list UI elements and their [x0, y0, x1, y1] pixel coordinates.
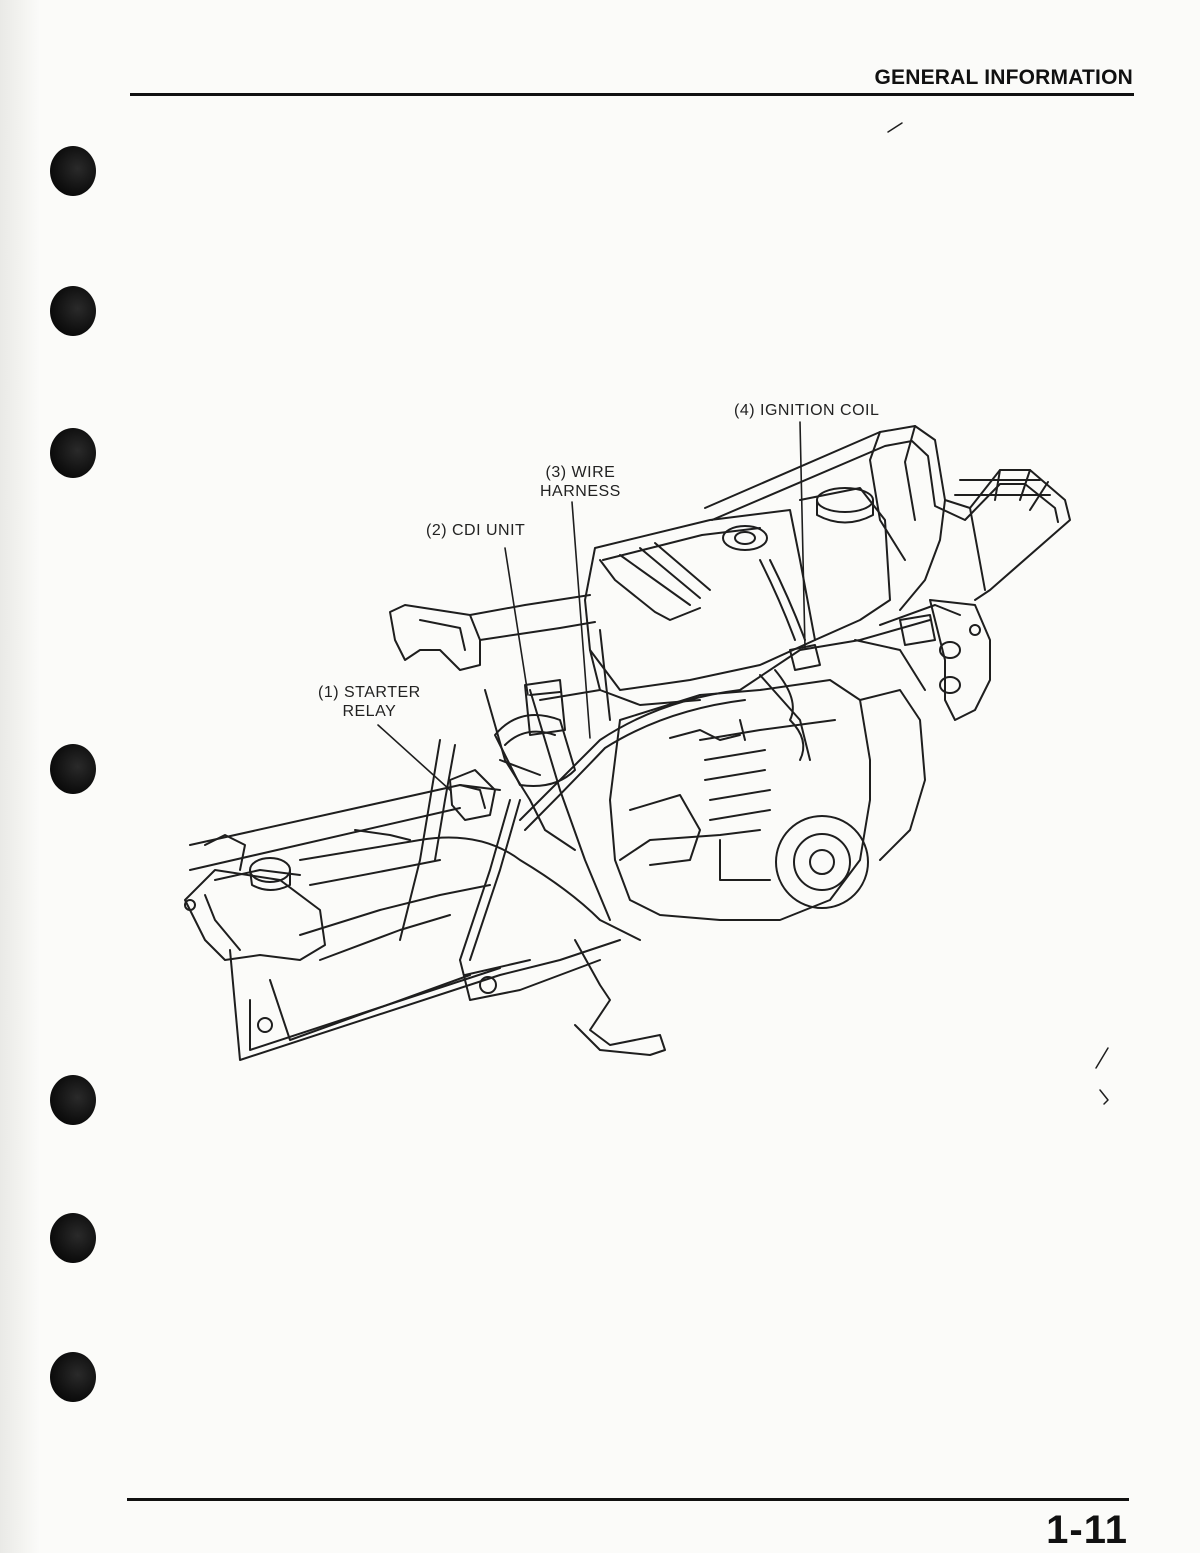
- callout-line-1: (3) WIRE: [545, 464, 616, 481]
- page-marks: [887, 122, 1109, 1105]
- callout-ignition-coil: (4) IGNITION COIL: [734, 401, 879, 420]
- binder-edge: [0, 0, 40, 1553]
- punch-hole: [50, 428, 96, 478]
- leader-cdi-unit: [504, 547, 529, 696]
- callout-wire-harness: (3) WIRE HARNESS: [540, 463, 621, 501]
- punch-hole: [50, 146, 96, 196]
- rear-rack: [704, 425, 1071, 611]
- leader-lines: [377, 421, 806, 791]
- engine: [539, 629, 926, 921]
- punch-hole: [50, 286, 96, 336]
- callout-cdi-unit: (2) CDI UNIT: [426, 521, 525, 540]
- right-components: [759, 599, 991, 761]
- callout-starter-relay: (1) STARTER RELAY: [318, 683, 421, 721]
- punch-hole: [50, 1075, 96, 1125]
- fuel-tank: [584, 487, 891, 706]
- footer-rule: [127, 1498, 1129, 1501]
- leader-wire-harness: [571, 501, 591, 739]
- punch-hole: [50, 744, 96, 794]
- page-number: 1-11: [1046, 1508, 1128, 1552]
- punch-hole: [50, 1213, 96, 1263]
- section-title: GENERAL INFORMATION: [874, 66, 1133, 89]
- punch-hole: [50, 1352, 96, 1402]
- header-rule: [130, 93, 1134, 96]
- callout-line-2: RELAY: [342, 703, 397, 720]
- callout-line-1: (4) IGNITION COIL: [734, 402, 880, 419]
- callout-line-1: (2) CDI UNIT: [426, 522, 526, 539]
- intake: [494, 714, 576, 851]
- wiring: [214, 559, 931, 961]
- electrical-parts: [449, 614, 981, 821]
- leader-starter-relay: [377, 724, 451, 791]
- air-box: [184, 834, 326, 961]
- callout-line-1: (1) STARTER: [318, 684, 421, 701]
- frame: [189, 594, 666, 1061]
- leader-ignition-coil: [799, 421, 806, 649]
- callout-line-2: HARNESS: [540, 483, 621, 500]
